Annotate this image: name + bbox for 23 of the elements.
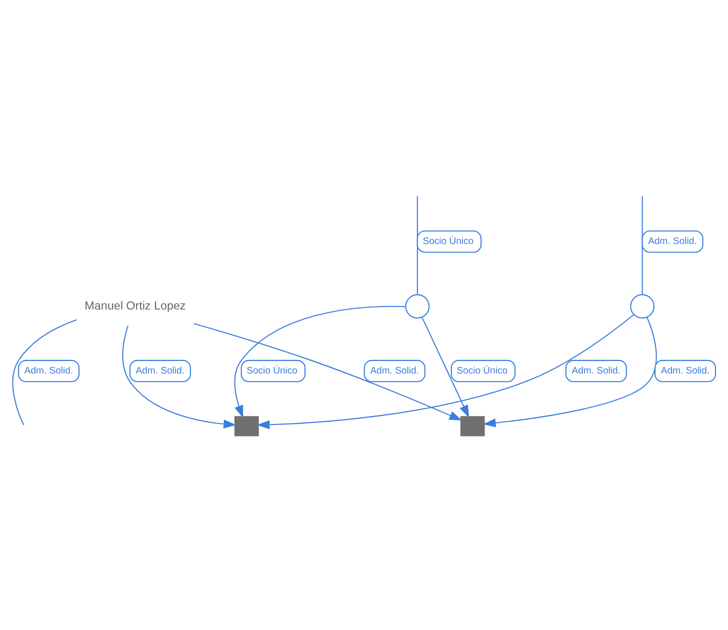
arrow	[122, 324, 236, 428]
connector	[642, 196, 643, 294]
connector	[12, 318, 77, 425]
edge-label: Socio Único	[246, 364, 298, 376]
edge-label: Socio Único	[422, 235, 474, 246]
node-circle	[630, 294, 654, 318]
edge-label: Adm. Solid.	[136, 364, 185, 376]
node-building	[234, 416, 259, 436]
arrow	[482, 316, 657, 427]
node-circle	[405, 294, 430, 318]
edge-label: Adm. Solid.	[24, 364, 74, 376]
edge-label: Adm. Solid.	[660, 364, 710, 376]
arrow	[194, 322, 462, 420]
arrow	[234, 305, 406, 418]
edge-label: Socio Único	[456, 364, 508, 376]
node-building	[460, 416, 485, 436]
connector	[416, 196, 418, 294]
edge-label: Adm. Solid.	[648, 235, 697, 246]
node-text: Manuel Ortiz Lopez	[84, 298, 186, 312]
edge-label: Adm. Solid.	[370, 364, 419, 376]
edge-label: Adm. Solid.	[572, 364, 621, 376]
arrow	[256, 314, 634, 429]
arrow	[422, 316, 470, 418]
